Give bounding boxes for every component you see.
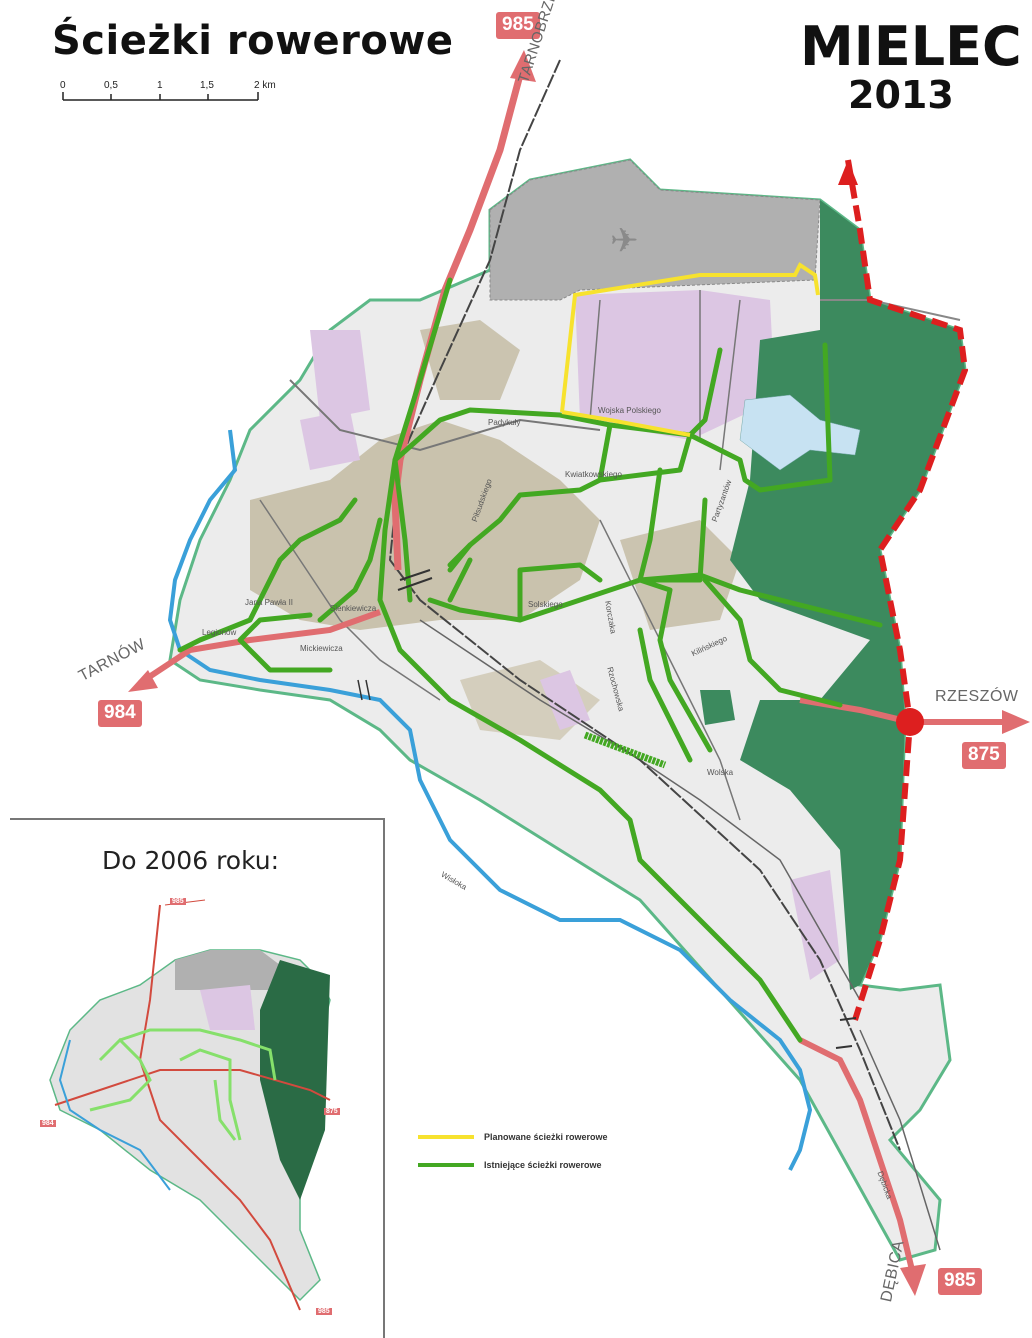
inset-road-badge: 985 — [170, 898, 186, 905]
street-line — [589, 290, 741, 471]
street-label: Padykuły — [488, 418, 521, 427]
inset-road-badge: 875 — [324, 1108, 340, 1115]
bridge-marker — [357, 679, 371, 701]
street-label: Mickiewicza — [300, 644, 343, 653]
inset-title: Do 2006 roku: — [102, 846, 280, 875]
street-line — [859, 1029, 941, 1251]
direction-label-east: RZESZÓW — [935, 688, 1019, 705]
street-line — [259, 499, 441, 701]
industrial-area — [300, 410, 360, 470]
map-year: 2013 — [848, 73, 954, 117]
road-875-arrow — [1002, 710, 1030, 734]
industrial-area — [790, 870, 840, 980]
street-label: Sienkiewicza — [330, 604, 377, 613]
legend-label: Planowane ścieżki rowerowe — [484, 1132, 608, 1142]
railway-station-marker — [583, 731, 667, 769]
legend-planned: Planowane ścieżki rowerowe — [418, 1132, 608, 1142]
bridge-marker — [397, 569, 433, 591]
legend-existing: Istniejące ścieżki rowerowe — [418, 1160, 602, 1170]
scale-tick-label: 0,5 — [104, 80, 118, 91]
industrial-area — [540, 670, 590, 730]
inset-road-badge: 984 — [40, 1120, 56, 1127]
scale-bar — [62, 92, 259, 101]
street-line — [419, 619, 861, 1001]
inset-road-badge: 985 — [316, 1308, 332, 1315]
roundabout-marker — [896, 708, 924, 736]
bypass-arrow — [838, 160, 858, 185]
road-badge-985-south: 985 — [938, 1268, 982, 1295]
city-name: MIELEC — [800, 15, 1022, 78]
street-line — [599, 519, 741, 821]
legend-swatch-planned — [418, 1135, 474, 1139]
page-title: Ścieżki rowerowe — [52, 18, 454, 64]
street-label: Solskiego — [528, 600, 563, 609]
road-984-arrow — [128, 670, 158, 692]
inset-frame — [10, 818, 385, 1338]
river — [167, 429, 813, 1171]
urban-area — [250, 420, 600, 630]
street-label: Kwiatkowskiego — [565, 470, 622, 479]
airport-area — [489, 159, 821, 301]
industrial-area — [575, 290, 775, 440]
scale-tick-label: 1,5 — [200, 80, 214, 91]
planned-bike-path — [560, 262, 820, 437]
scale-tick-label: 1 — [157, 80, 163, 91]
street-label: Jana Pawła II — [245, 598, 294, 607]
street-label: Wolska — [707, 768, 734, 777]
road-985-south — [798, 1037, 915, 1271]
airplane-icon: ✈ — [610, 221, 639, 261]
urban-area — [420, 320, 520, 400]
road-984 — [138, 609, 382, 686]
scale-tick-label: 0 — [60, 80, 66, 91]
inset-map — [49, 899, 331, 1311]
road-985-north-arrow — [510, 50, 536, 82]
forest-area — [700, 690, 735, 725]
street-line — [289, 379, 601, 452]
legend-swatch-existing — [418, 1163, 474, 1167]
planned-bypass — [845, 159, 969, 1021]
street-label: Legionów — [202, 628, 237, 637]
bridge-marker — [835, 1017, 857, 1049]
road-badge-875: 875 — [962, 742, 1006, 769]
road-badge-985-north: 985 — [496, 12, 540, 39]
road-badge-984: 984 — [98, 700, 142, 727]
legend-label: Istniejące ścieżki rowerowe — [484, 1160, 602, 1170]
industrial-area — [310, 330, 370, 420]
scale-tick-label: 2 km — [254, 80, 276, 91]
road-985-south-arrow — [900, 1264, 926, 1296]
street-label: Wojska Polskiego — [598, 406, 661, 415]
railway — [388, 59, 901, 1151]
